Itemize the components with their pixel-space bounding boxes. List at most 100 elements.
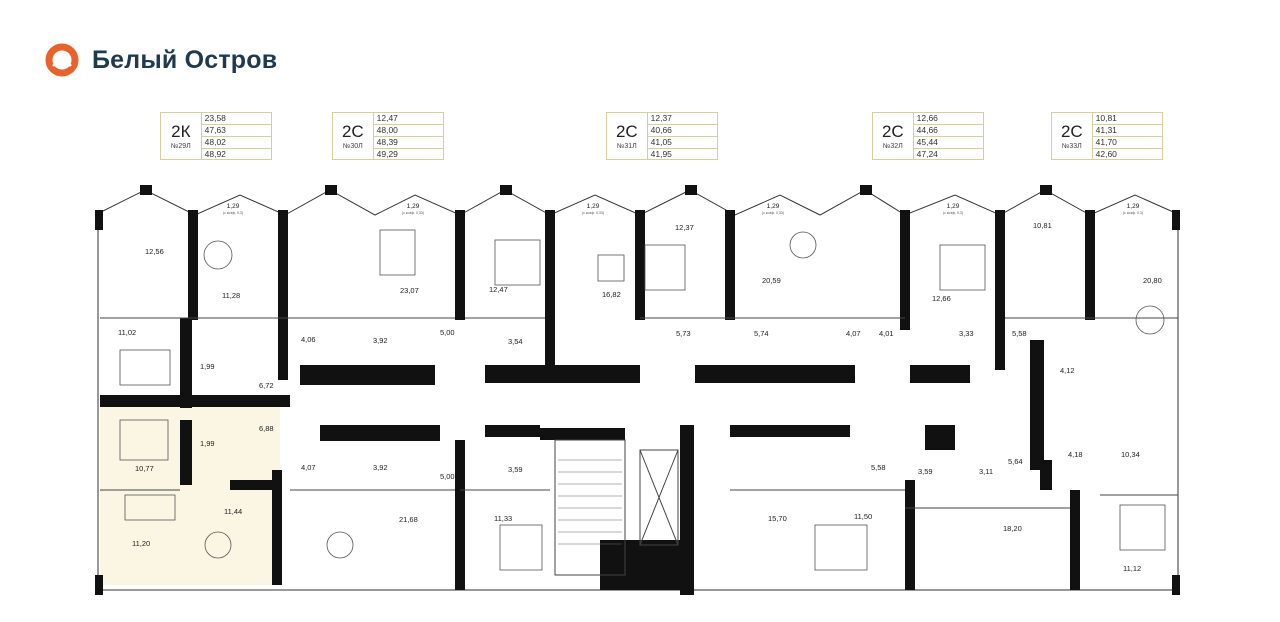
area-value: 41,05 (647, 137, 717, 149)
apartment-type: 2С (881, 121, 904, 141)
room-area: 11,50 (854, 512, 872, 521)
apartment-type: 2С (1060, 121, 1083, 141)
logo-icon (45, 43, 79, 77)
room-area: 10,77 (135, 464, 154, 473)
area-value: 45,44 (913, 137, 983, 149)
room-area: 23,07 (400, 286, 419, 295)
room-area: 4,12 (1060, 366, 1075, 375)
balcony-area: 1,29 (947, 203, 960, 210)
area-value: 41,31 (1092, 125, 1162, 137)
room-area: 5,73 (676, 329, 691, 338)
balcony-coef: (с коэф. 0,3) (1123, 211, 1143, 215)
room-area: 4,06 (301, 335, 316, 344)
room-area: 20,80 (1143, 276, 1162, 285)
walls (95, 185, 1180, 595)
area-value: 47,24 (916, 149, 938, 159)
room-area: 1,99 (200, 362, 215, 371)
apartment-number: №32Л (882, 142, 903, 150)
room-area: 4,18 (1068, 450, 1083, 459)
room-area: 11,33 (494, 514, 512, 523)
area-value: 41,70 (1092, 137, 1162, 149)
room-area: 10,81 (1033, 221, 1052, 230)
room-area: 3,92 (373, 336, 388, 345)
area-value: 48,02 (201, 137, 271, 149)
balcony-area: 1,29 (767, 203, 780, 210)
balcony-coef: (с коэф. 0,33) (402, 211, 424, 215)
balcony-coef: (с коэф. 0,33) (762, 211, 784, 215)
room-area: 12,56 (145, 247, 164, 256)
furniture (119, 229, 1166, 571)
partitions (100, 317, 1178, 576)
room-area: 5,58 (1012, 329, 1027, 338)
room-area: 5,00 (440, 328, 455, 337)
room-area: 11,02 (118, 328, 136, 337)
room-area: 3,11 (979, 467, 993, 476)
room-area: 11,20 (132, 539, 150, 548)
room-area: 3,54 (508, 337, 523, 346)
apartment-number: №29Л (170, 142, 191, 150)
room-area: 3,59 (508, 465, 523, 474)
room-area: 5,64 (1008, 457, 1023, 466)
room-area: 15,70 (768, 514, 787, 523)
brand-logo[interactable]: Белый Остров (44, 42, 277, 78)
balcony-area: 1,29 (407, 203, 420, 210)
area-value: 10,81 (1092, 113, 1162, 125)
room-area: 21,68 (399, 515, 418, 524)
brand-name: Белый Остров (92, 45, 278, 74)
room-area: 4,07 (301, 463, 316, 472)
room-area: 10,34 (1121, 450, 1140, 459)
balcony-area: 1,29 (1127, 203, 1140, 210)
room-area: 3,59 (918, 467, 933, 476)
area-value: 41,95 (650, 149, 672, 159)
room-area: 3,33 (959, 329, 974, 338)
area-value: 47,63 (201, 125, 271, 137)
balcony-coef: (с коэф. 0,33) (582, 211, 604, 215)
area-value: 12,47 (373, 113, 443, 125)
room-area: 12,37 (675, 223, 694, 232)
area-value: 12,37 (647, 113, 717, 125)
room-labels: 12,56 11,28 11,02 1,99 6,72 4,06 3,92 23… (118, 221, 1162, 573)
apartment-type: 2С (615, 121, 638, 141)
room-area: 18,20 (1003, 524, 1022, 533)
apartment-number: №30Л (342, 142, 363, 150)
area-value: 23,58 (201, 113, 271, 125)
room-area: 16,82 (602, 290, 621, 299)
room-area: 3,92 (373, 463, 388, 472)
room-area: 11,28 (222, 291, 240, 300)
room-area: 20,59 (762, 276, 781, 285)
room-area: 12,47 (489, 285, 508, 294)
room-area: 11,44 (224, 507, 242, 516)
room-area: 5,74 (754, 329, 769, 338)
apartment-number: №33Л (1061, 142, 1082, 150)
balcony-area: 1,29 (227, 203, 240, 210)
room-area: 6,72 (259, 381, 274, 390)
staircase (558, 459, 622, 545)
room-area: 4,07 (846, 329, 861, 338)
apartment-type: 2К (171, 121, 191, 141)
balcony-area: 1,29 (587, 203, 600, 210)
room-area: 5,00 (440, 472, 455, 481)
area-value: 48,39 (373, 137, 443, 149)
area-value: 42,60 (1095, 149, 1117, 159)
apartment-type: 2С (341, 121, 364, 141)
room-area: 1,99 (200, 439, 215, 448)
area-value: 48,00 (373, 125, 443, 137)
room-area: 5,58 (871, 463, 886, 472)
area-value: 40,66 (647, 125, 717, 137)
room-area: 4,01 (879, 329, 894, 338)
balcony-coef: (с коэф. 0,3) (223, 211, 243, 215)
apartment-number: №31Л (616, 142, 637, 150)
area-value: 48,92 (204, 149, 226, 159)
area-value: 49,29 (376, 149, 398, 159)
room-area: 12,66 (932, 294, 951, 303)
room-area: 11,12 (1123, 564, 1141, 573)
room-area: 6,88 (259, 424, 274, 433)
area-value: 12,66 (913, 113, 983, 125)
balcony-labels: 1,29 (с коэф. 0,3) 1,29 (с коэф. 0,33) 1… (223, 203, 1143, 215)
